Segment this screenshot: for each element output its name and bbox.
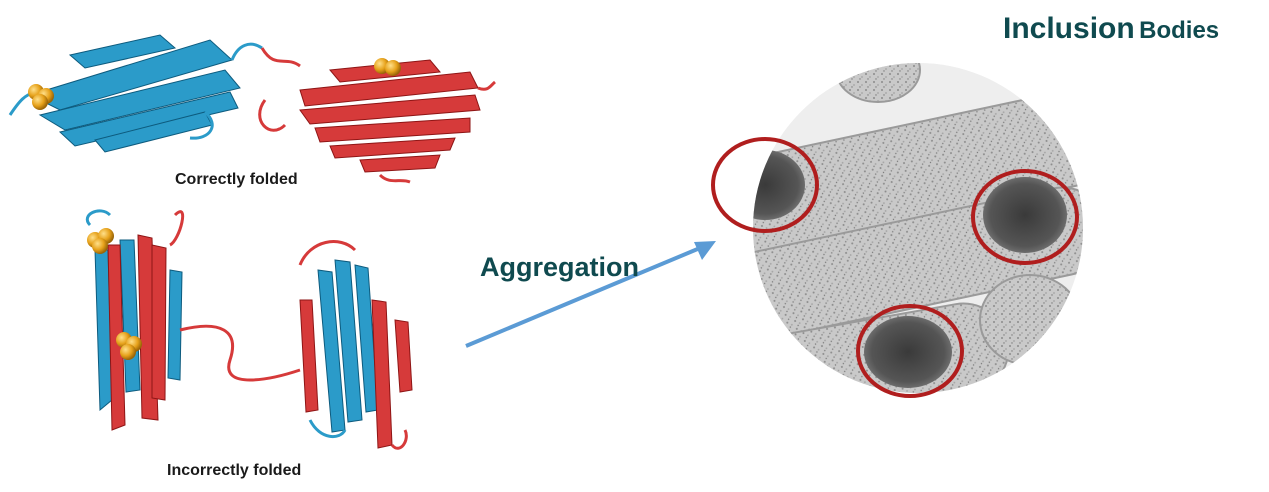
inclusion-body-highlight	[971, 169, 1079, 265]
disulfide-bond-icon	[116, 332, 142, 360]
title-rest: Bodies	[1139, 17, 1220, 44]
incorrectly-folded-structure	[86, 209, 413, 450]
correctly-folded-label: Correctly folded	[175, 171, 298, 188]
inclusion-body-highlight	[856, 304, 964, 398]
disulfide-bond-icon	[374, 58, 401, 76]
page-title: Inclusion Bodies	[1003, 12, 1219, 46]
aggregation-label: Aggregation	[480, 252, 639, 282]
disulfide-bond-icon	[87, 228, 114, 254]
disulfide-bond-icon	[28, 84, 54, 110]
incorrectly-folded-label: Incorrectly folded	[167, 462, 302, 479]
inclusion-body-highlight	[711, 137, 819, 233]
correctly-folded-structure	[8, 34, 496, 184]
micrograph-image	[711, 63, 1083, 398]
aggregation-arrow-icon	[465, 241, 716, 348]
title-main: Inclusion	[1003, 12, 1135, 45]
